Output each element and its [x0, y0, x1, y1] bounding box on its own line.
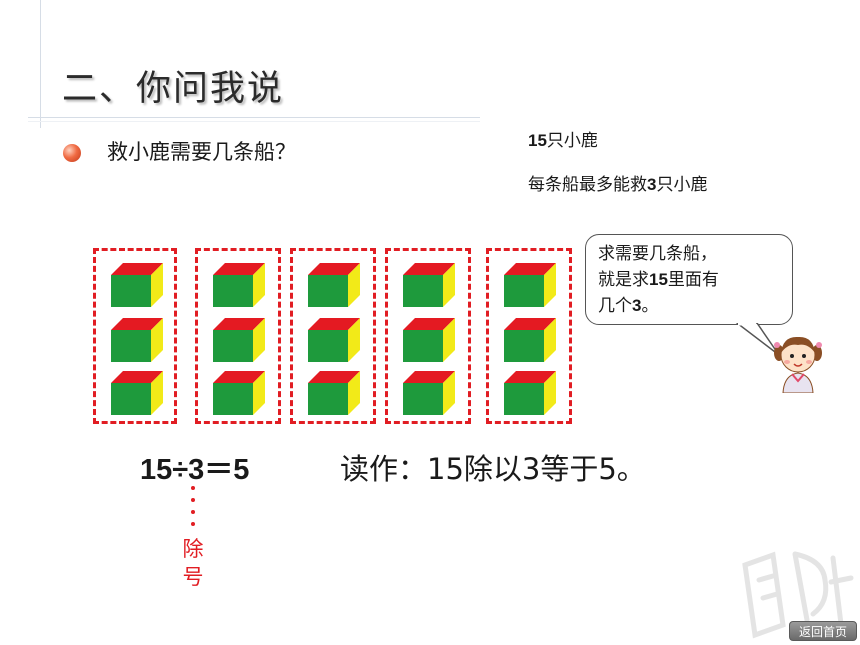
bubble-line-2-suffix: 里面有 [667, 270, 719, 290]
page-title: 二、你问我说 [62, 69, 285, 109]
cube-group-5 [486, 248, 572, 424]
info-capacity-suffix: 只小鹿 [656, 175, 708, 195]
bullet-ball-icon [63, 144, 81, 162]
bubble-line-2-prefix: 就是求 [598, 270, 649, 290]
bubble-line-3-suffix: 。 [641, 296, 659, 316]
cube-icon [504, 371, 556, 415]
bubble-line-3-prefix: 几个 [598, 296, 632, 316]
decor-horizontal-line-shadow [28, 121, 480, 122]
cube-icon [308, 318, 360, 362]
cube-icon [213, 318, 265, 362]
info-deer-text: 只小鹿 [546, 131, 598, 151]
info-deer-number: 15 [528, 131, 547, 150]
cube-icon [504, 318, 556, 362]
division-equation: 15÷3＝5 [140, 454, 250, 486]
bubble-line-2-number: 15 [649, 270, 668, 289]
cube-group-3 [290, 248, 376, 424]
division-label-char-2: 号 [182, 565, 204, 589]
bubble-line-1: 求需要几条船， [598, 244, 717, 264]
equation-reading: 读作：15除以3等于5。 [340, 452, 646, 486]
cube-group-1 [93, 248, 177, 424]
info-deer-count: 15只小鹿 [528, 126, 598, 151]
cube-icon [111, 263, 163, 307]
info-capacity-prefix: 每条船最多能救 [528, 175, 647, 195]
bubble-line-2: 就是求15里面有 [598, 267, 792, 293]
cube-icon [213, 263, 265, 307]
cube-icon [403, 263, 455, 307]
info-boat-capacity: 每条船最多能救3只小鹿 [528, 170, 707, 195]
watermark-icon [742, 551, 854, 639]
speech-bubble-tail [735, 323, 780, 356]
return-home-button[interactable]: 返回首页 [789, 621, 857, 641]
cube-icon [403, 371, 455, 415]
girl-character-icon [774, 336, 822, 393]
division-label-char-1: 除 [182, 537, 204, 561]
cube-icon [308, 263, 360, 307]
cube-icon [213, 371, 265, 415]
cube-group-4 [385, 248, 471, 424]
question-text: 救小鹿需要几条船？ [107, 140, 296, 164]
cube-group-2 [195, 248, 281, 424]
info-capacity-number: 3 [647, 175, 657, 194]
cube-icon [111, 371, 163, 415]
division-sign-label: 除 号 [180, 535, 206, 591]
decor-vertical-line [40, 0, 41, 128]
decor-horizontal-line [28, 117, 480, 118]
cube-icon [111, 318, 163, 362]
cube-icon [403, 318, 455, 362]
cube-icon [308, 371, 360, 415]
cube-icon [504, 263, 556, 307]
bubble-line-3-number: 3 [632, 296, 642, 315]
bubble-line-3: 几个3。 [598, 293, 792, 319]
speech-bubble: 求需要几条船， 就是求15里面有 几个3。 [585, 234, 793, 325]
dotted-pointer [191, 486, 195, 526]
